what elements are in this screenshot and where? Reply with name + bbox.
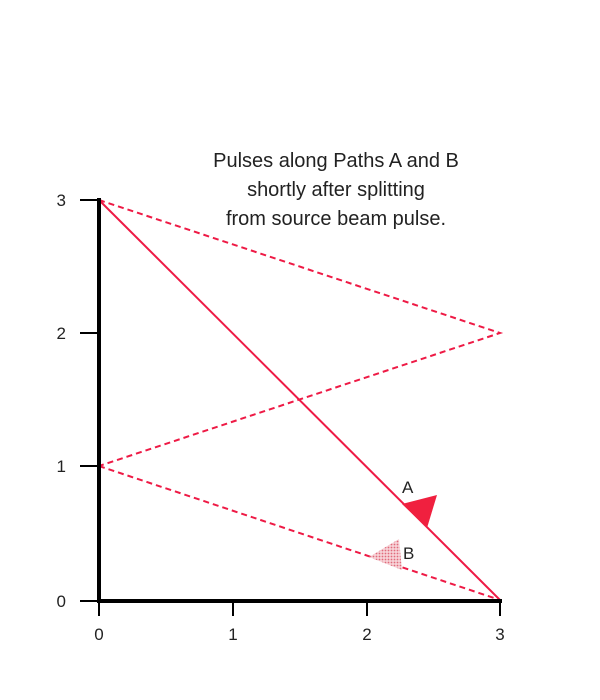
path-a-label: A [402,478,414,497]
pulse-b [369,539,402,570]
x-tick-label-3: 3 [495,625,504,644]
axes: 3 2 1 0 0 1 2 3 [57,191,505,644]
pulse-a [402,495,437,528]
path-b-label: B [403,544,414,563]
caption-line-1: Pulses along Paths A and B [213,150,459,172]
path-b-zigzag [98,199,504,467]
caption-line-3: from source beam pulse. [226,208,446,230]
caption-line-2: shortly after splitting [247,179,425,201]
y-tick-label-3: 3 [57,191,66,210]
path-lower-dashed [98,465,501,601]
y-tick-label-0: 0 [57,592,66,611]
y-tick-label-2: 2 [57,324,66,343]
x-tick-label-2: 2 [362,625,371,644]
path-lines [98,199,504,601]
x-tick-label-0: 0 [94,625,103,644]
x-tick-label-1: 1 [228,625,237,644]
y-tick-label-1: 1 [57,457,66,476]
